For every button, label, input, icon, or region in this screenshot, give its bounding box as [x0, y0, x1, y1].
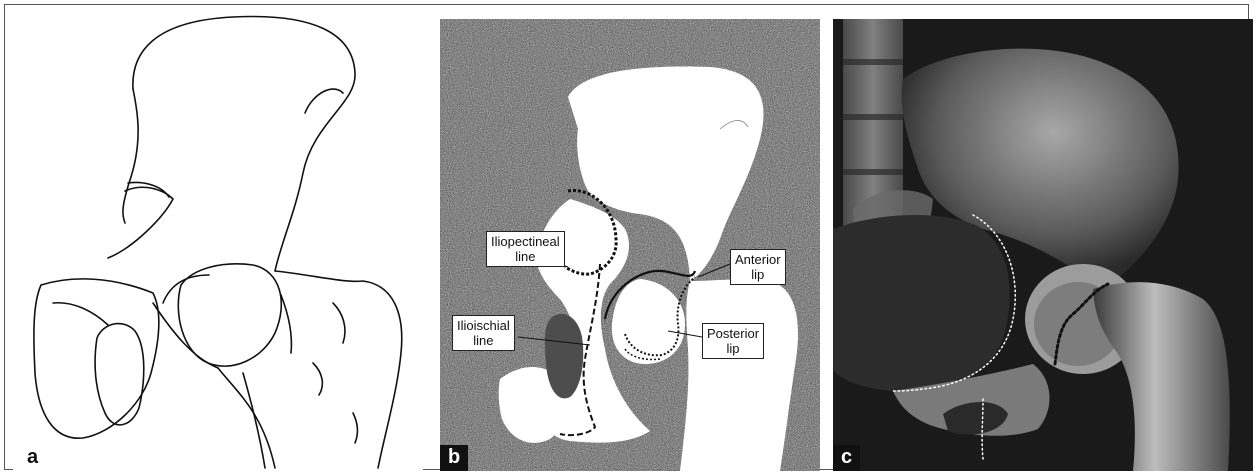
label-ilioischial-line: Ilioischial line [452, 315, 515, 351]
panel-a-drawing: a [13, 13, 423, 471]
label-anterior-lip: Anterior lip [730, 249, 786, 285]
hip-line-drawing [13, 13, 423, 471]
label-posterior-lip: Posterior lip [702, 323, 764, 359]
panel-b-schematic: Iliopectineal line Ilioischial line Ante… [440, 19, 820, 471]
label-iliopectineal-line: Iliopectineal line [486, 231, 565, 267]
panel-c-radiograph: c [833, 19, 1253, 471]
pelvis-xray [833, 19, 1253, 471]
panel-letter-b: b [440, 445, 468, 471]
figure-frame: a [4, 4, 1249, 470]
panel-letter-a: a [19, 445, 46, 471]
panel-letter-c: c [833, 445, 860, 471]
